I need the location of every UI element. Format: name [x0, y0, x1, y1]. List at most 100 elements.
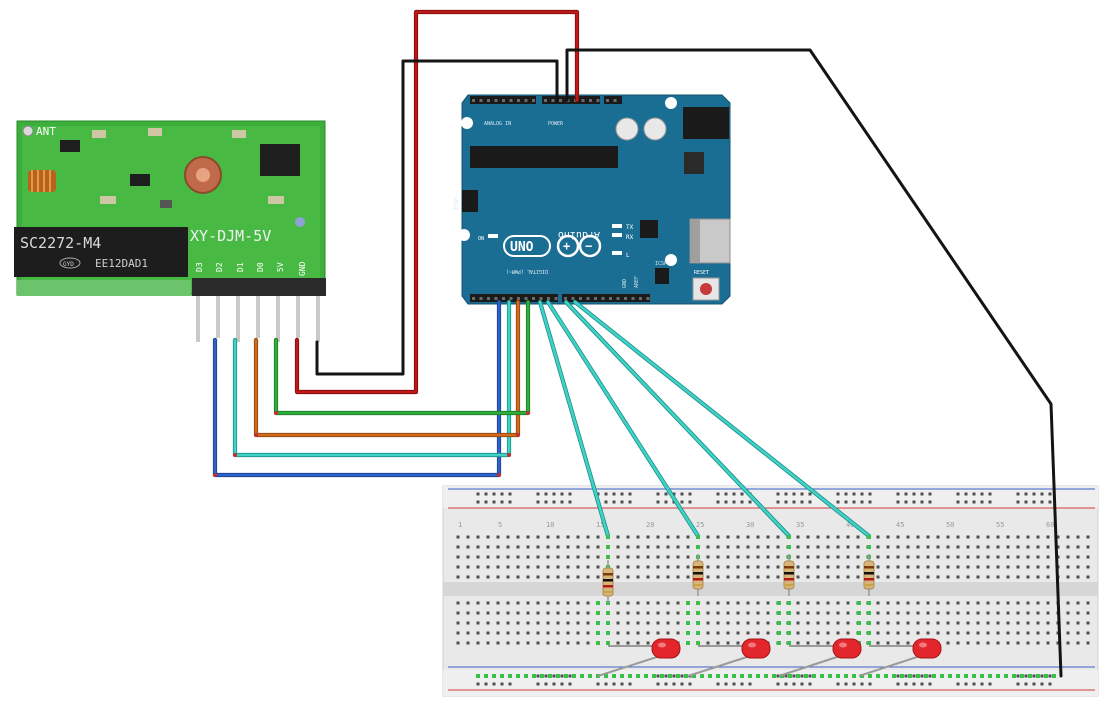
breadboard-hole — [946, 611, 950, 615]
breadboard-hole — [726, 631, 730, 635]
breadboard-hole — [506, 611, 510, 615]
led-4 — [912, 638, 942, 659]
wire-led4 — [573, 300, 871, 538]
breadboard-hole — [556, 641, 560, 645]
rail-hole — [656, 674, 660, 678]
rail-conn-dot — [636, 674, 640, 678]
breadboard-hole — [996, 565, 1000, 569]
led-circuits — [476, 535, 1056, 678]
rail-conn-dot — [892, 674, 896, 678]
rail-hole — [680, 492, 684, 496]
breadboard-hole — [726, 565, 730, 569]
header-socket — [532, 297, 535, 300]
breadboard-hole — [856, 575, 860, 579]
breadboard-hole — [896, 611, 900, 615]
breadboard-hole — [636, 621, 640, 625]
rail-hole — [836, 492, 840, 496]
breadboard-hole — [626, 611, 630, 615]
conn-dot — [596, 601, 600, 605]
breadboard-hole — [916, 565, 920, 569]
header-socket — [472, 99, 475, 102]
pin-label-d0: D0 — [256, 262, 265, 272]
rx-label: RX — [626, 234, 634, 241]
rail-hole — [484, 492, 488, 496]
rail-hole — [904, 492, 908, 496]
breadboard-hole — [456, 545, 460, 549]
rail-conn-dot — [708, 674, 712, 678]
breadboard-hole — [736, 535, 740, 539]
rail-hole — [844, 500, 848, 504]
breadboard-hole — [1076, 575, 1080, 579]
header-socket — [524, 99, 528, 102]
breadboard-hole — [456, 575, 460, 579]
breadboard-hole — [586, 575, 590, 579]
reset-button-cap[interactable] — [700, 283, 712, 295]
conn-dot — [867, 535, 871, 539]
breadboard-hole — [886, 575, 890, 579]
pin-header — [192, 278, 326, 296]
breadboard-hole — [716, 641, 720, 645]
breadboard-hole — [886, 545, 890, 549]
breadboard-hole — [756, 601, 760, 605]
rail-hole — [740, 500, 744, 504]
header-socket — [479, 297, 483, 300]
breadboard-hole — [626, 601, 630, 605]
breadboard-hole — [876, 545, 880, 549]
breadboard-hole — [1016, 545, 1020, 549]
breadboard-hole — [1036, 621, 1040, 625]
breadboard-hole — [586, 601, 590, 605]
breadboard-hole — [706, 631, 710, 635]
header-socket — [472, 297, 475, 300]
rail-hole — [800, 682, 804, 686]
rail-hole — [836, 682, 840, 686]
usb-chip — [640, 220, 658, 238]
rail-hole — [716, 492, 720, 496]
breadboard-hole — [636, 535, 640, 539]
breadboard-hole — [646, 611, 650, 615]
breadboard-hole — [556, 621, 560, 625]
rail-conn-dot — [868, 674, 872, 678]
breadboard-hole — [796, 535, 800, 539]
col-num: 45 — [896, 521, 904, 529]
breadboard-hole — [1066, 545, 1070, 549]
breadboard-hole — [766, 611, 770, 615]
breadboard-hole — [976, 611, 980, 615]
rail-hole — [680, 674, 684, 678]
breadboard-hole — [1086, 535, 1090, 539]
breadboard-hole — [466, 611, 470, 615]
conn-dot — [787, 611, 791, 615]
breadboard-hole — [896, 641, 900, 645]
breadboard-hole — [476, 601, 480, 605]
rail-hole — [740, 682, 744, 686]
breadboard-hole — [926, 631, 930, 635]
breadboard-hole — [906, 621, 910, 625]
breadboard-hole — [1076, 631, 1080, 635]
breadboard-hole — [586, 641, 590, 645]
rail-hole — [1024, 500, 1028, 504]
breadboard-hole — [1026, 555, 1030, 559]
breadboard-hole — [746, 611, 750, 615]
rail-hole — [732, 492, 736, 496]
breadboard-hole — [506, 621, 510, 625]
header-pin — [296, 296, 300, 338]
breadboard-hole — [996, 641, 1000, 645]
breadboard-hole — [806, 565, 810, 569]
breadboard-hole — [1036, 575, 1040, 579]
rail-hole — [808, 492, 812, 496]
breadboard-hole — [1026, 575, 1030, 579]
breadboard-hole — [496, 545, 500, 549]
breadboard-hole — [756, 631, 760, 635]
analog-label: ANALOG IN — [484, 121, 511, 127]
rail-hole — [748, 682, 752, 686]
breadboard-hole — [716, 545, 720, 549]
breadboard-hole — [566, 611, 570, 615]
rail-hole — [808, 674, 812, 678]
breadboard-hole — [656, 555, 660, 559]
breadboard-hole — [466, 575, 470, 579]
rail-hole — [664, 492, 668, 496]
col-num: 35 — [796, 521, 804, 529]
rail-hole — [868, 492, 872, 496]
header-socket — [559, 99, 562, 102]
rail-conn-dot — [524, 674, 528, 678]
rail-hole — [972, 682, 976, 686]
